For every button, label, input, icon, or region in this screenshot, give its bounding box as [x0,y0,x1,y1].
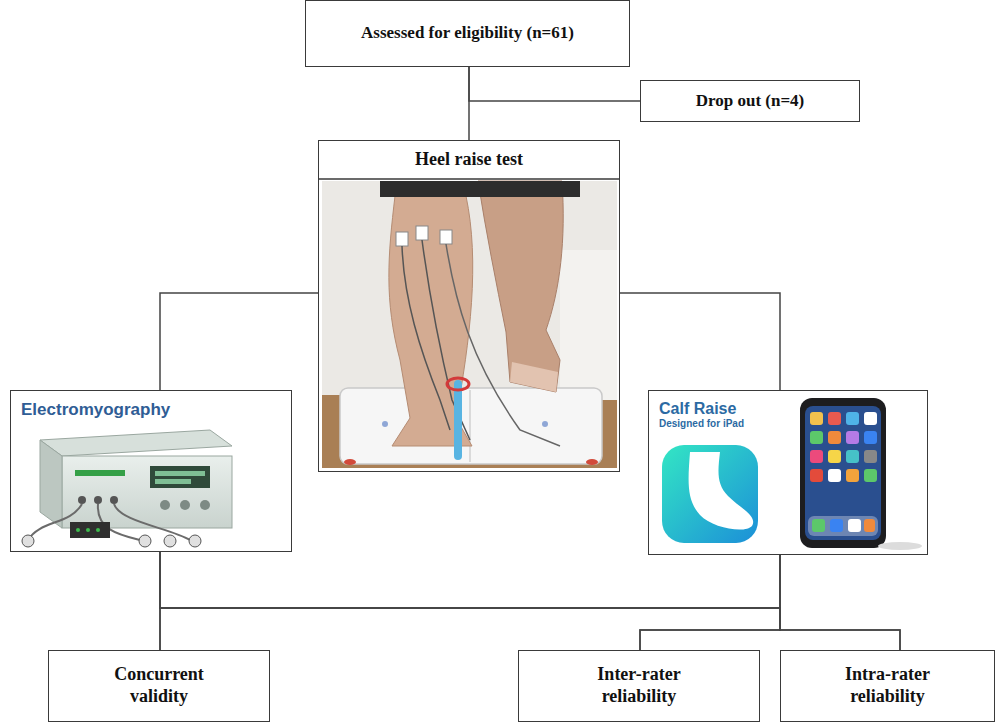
process-box: Electromyography [10,390,292,552]
box-label: Concurrent validity [89,664,229,707]
box-label: Calf Raise [659,399,736,418]
box-label: Intra-rater reliability [813,664,963,707]
process-box: Inter-rater reliability [518,650,760,722]
box-label: Electromyography [21,400,170,420]
phone-image [800,398,922,550]
connector-line [160,552,780,650]
heel-raise-photo [318,179,620,468]
app-icon [662,445,758,543]
connector-line [640,555,780,650]
connector-line [468,67,470,140]
connector-line [469,67,640,101]
box-label: Inter-rater reliability [564,664,714,707]
connector-line [160,293,318,390]
process-box: Calf RaiseDesigned for iPad [648,390,928,555]
process-box: Heel raise test [318,140,620,472]
box-label: Heel raise test [415,149,523,171]
connector-line [160,552,900,650]
connector-line [780,555,900,650]
box-label: Drop out (n=4) [696,91,805,111]
process-box: Concurrent validity [48,650,270,722]
process-box: Assessed for eligibility (n=61) [305,0,630,67]
connector-line [160,555,780,650]
connector-line [620,293,780,390]
process-box: Drop out (n=4) [640,80,860,122]
process-box: Intra-rater reliability [780,650,995,722]
emg-device [22,430,232,547]
box-label: Designed for iPad [659,418,744,430]
box-label: Assessed for eligibility (n=61) [361,23,574,43]
